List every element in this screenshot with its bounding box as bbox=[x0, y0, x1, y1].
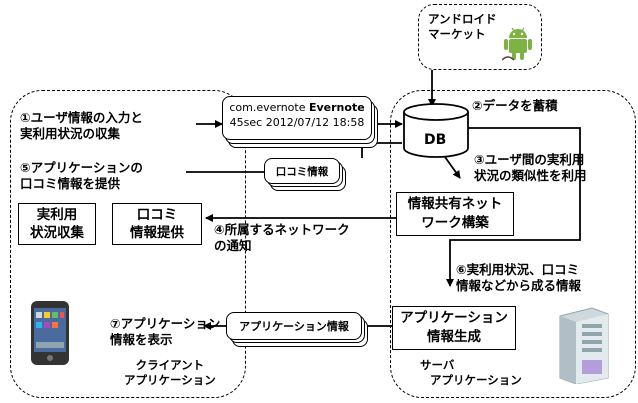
step-3-label: ③ユーザ間の実利用状況の類似性を利用 bbox=[474, 152, 587, 183]
log-package: com.evernote bbox=[229, 101, 306, 114]
client-app-label: クライアントアプリケーション bbox=[124, 358, 216, 387]
db-to-appgen-arrow bbox=[446, 127, 581, 287]
smartphone-icon bbox=[31, 301, 69, 365]
app-info-stack: アプリケーション情報 bbox=[226, 312, 368, 347]
log-app: Evernote bbox=[308, 101, 365, 114]
db-label: DB bbox=[424, 132, 447, 148]
android-robot-icon bbox=[502, 27, 532, 61]
server-region bbox=[390, 90, 636, 398]
network-build-box: 情報共有ネットワーク構築 bbox=[396, 192, 514, 236]
review-provision-box: 口コミ情報提供 bbox=[112, 203, 202, 245]
step-5-label: ⑤アプリケーションの口コミ情報を提供 bbox=[20, 160, 143, 191]
log-duration: 45sec bbox=[229, 116, 263, 129]
step-4-label: ④所属するネットワークの通知 bbox=[214, 222, 350, 253]
db-cylinder bbox=[403, 103, 469, 158]
client-region bbox=[10, 90, 246, 398]
usage-log-stack: com.evernote Evernote 45sec 2012/07/12 1… bbox=[222, 96, 378, 148]
step-7-label: ⑦アプリケーション情報を表示 bbox=[110, 316, 221, 347]
review-info-label: 口コミ情報 bbox=[264, 158, 340, 184]
review-info-stack: 口コミ情報 bbox=[264, 158, 346, 191]
usage-collection-box: 実利用状況収集 bbox=[18, 203, 96, 245]
server-app-label: サーバアプリケーション bbox=[420, 358, 522, 387]
market-label: アンドロイド マーケット bbox=[428, 12, 497, 41]
step-1-label: ①ユーザ情報の入力と実利用状況の収集 bbox=[20, 110, 143, 141]
server-icon bbox=[559, 307, 609, 384]
step-6-label: ⑥実利用状況、口コミ情報などから成る情報 bbox=[456, 262, 582, 293]
android-market-region bbox=[418, 4, 542, 70]
log-timestamp: 2012/07/12 18:58 bbox=[265, 116, 365, 129]
app-info-label: アプリケーション情報 bbox=[226, 312, 362, 340]
app-info-generation-box: アプリケーション情報生成 bbox=[392, 306, 516, 350]
step-2-label: ②データを蓄積 bbox=[472, 98, 558, 113]
